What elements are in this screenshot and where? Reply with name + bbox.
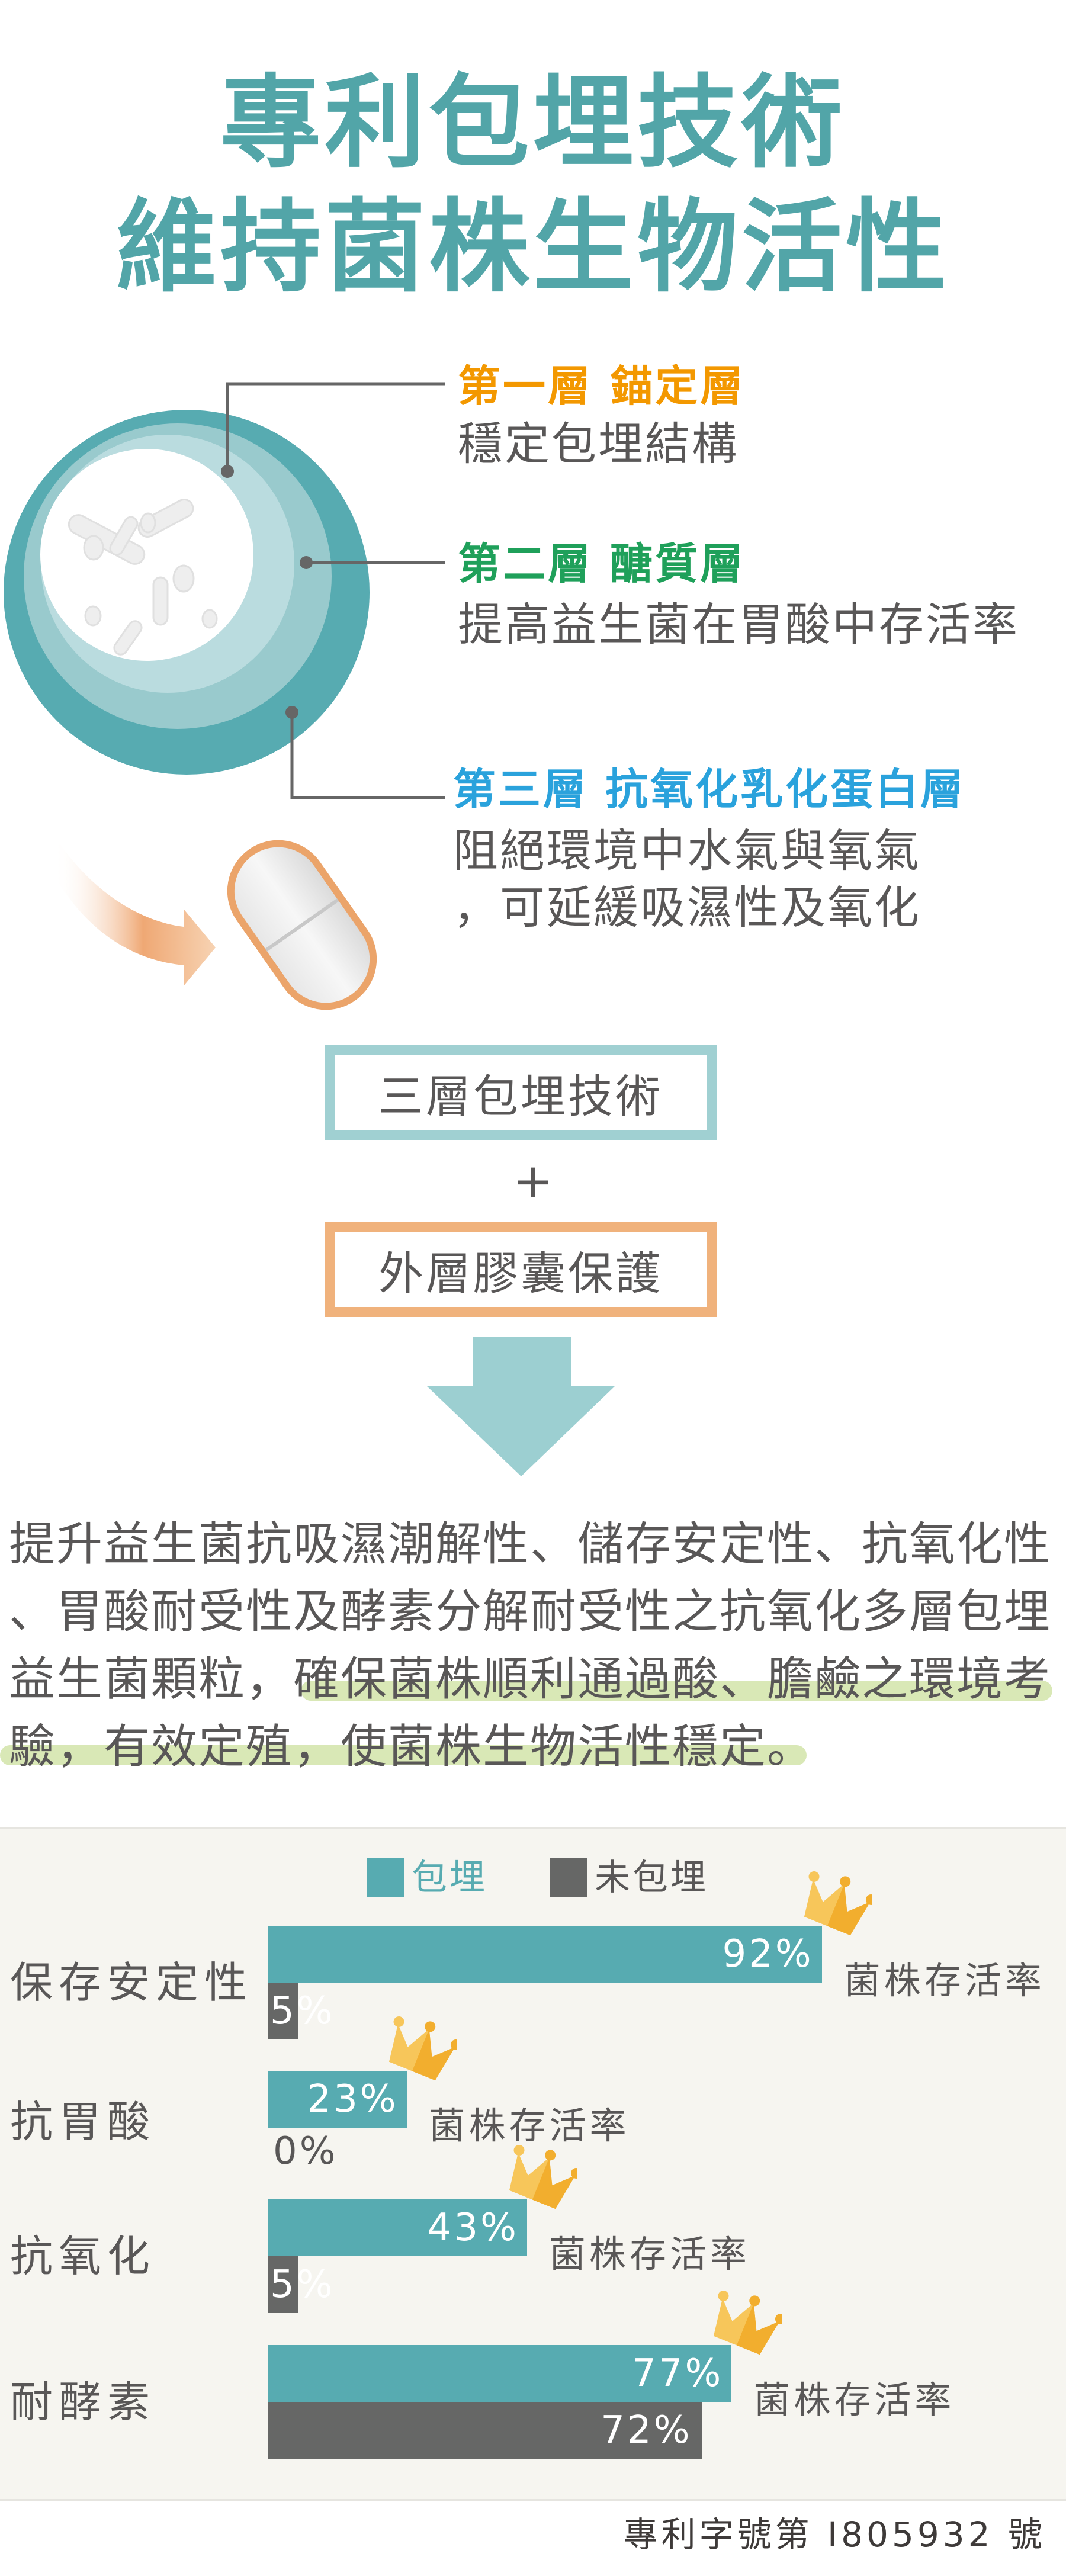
layer-2-heading: 第二層 醣質層 [458, 539, 746, 589]
layer-1-heading: 第一層 錨定層 [458, 361, 746, 411]
survival-rate-label: 菌株存活率 [753, 2378, 955, 2421]
bar-embedded [268, 2199, 527, 2256]
category-label: 耐酵素 [10, 2377, 156, 2427]
value-label-embedded: 23% [307, 2077, 399, 2121]
category-label: 保存安定性 [10, 1958, 253, 2008]
legend-label-embedded: 包埋 [412, 1857, 487, 1899]
survival-rate-label: 菌株存活率 [843, 1959, 1045, 2002]
legend-swatch-unembedded [550, 1858, 587, 1897]
bacteria-icon [68, 499, 218, 656]
bar-embedded [268, 2345, 732, 2402]
bar-embedded [268, 2071, 407, 2128]
highlight-line-3 [301, 1681, 1052, 1701]
value-label-unembedded: 0% [273, 2129, 338, 2173]
value-label-unembedded: 72% [601, 2408, 692, 2452]
value-label-embedded: 92% [722, 1932, 814, 1976]
value-label-embedded: 77% [632, 2352, 724, 2395]
plus-sign: + [513, 1154, 553, 1209]
bar-unembedded [268, 2256, 298, 2313]
layer-3-heading: 第三層 抗氧化乳化蛋白層 [453, 765, 966, 814]
legend-swatch-embedded [367, 1858, 404, 1897]
layer-3-desc-line-1: 阻絕環境中水氣與氧氣 [453, 824, 921, 877]
survival-rate-label: 菌株存活率 [548, 2233, 750, 2276]
arrow-to-capsule-icon [54, 836, 216, 986]
crown-icon [383, 2016, 461, 2087]
crown-icon [503, 2144, 582, 2215]
layer-3-desc-line-2: ，可延緩吸濕性及氧化 [453, 881, 921, 934]
patent-number: 專利字號第 I805932 號 [623, 2514, 1046, 2555]
capsule-icon [227, 840, 377, 1010]
bar-embedded [268, 1926, 822, 1983]
bar-unembedded [268, 1983, 298, 2039]
summary-line-2: 、胃酸耐受性及酵素分解耐受性之抗氧化多層包埋 [9, 1585, 1052, 1639]
crown-icon [708, 2290, 786, 2361]
probiotic-particle-diagram [4, 382, 445, 1010]
leader-dots [221, 465, 313, 719]
layer-2-desc: 提高益生菌在胃酸中存活率 [458, 598, 1019, 651]
down-arrow-icon [426, 1337, 615, 1476]
leader-lines [226, 382, 445, 799]
three-layer-tech-box: 三層包埋技術 [325, 1045, 717, 1140]
value-label-unembedded: 5% [270, 1989, 335, 2033]
summary-line-4: 驗，有效定殖，使菌株生物活性穩定。 [9, 1720, 815, 1774]
bar-unembedded [268, 2402, 702, 2459]
category-label: 抗胃酸 [10, 2097, 156, 2147]
particle-layers-icon [4, 410, 370, 775]
crown-icon [798, 1871, 876, 1942]
capsule-protection-box: 外層膠囊保護 [325, 1222, 717, 1317]
layer-1-desc: 穩定包埋結構 [458, 417, 739, 470]
survival-rate-label: 菌株存活率 [428, 2104, 630, 2147]
value-label-unembedded: 5% [270, 2263, 335, 2307]
highlight-line-4 [0, 1745, 807, 1765]
value-label-embedded: 43% [427, 2206, 519, 2250]
title-line-2: 維持菌株生物活性 [115, 189, 950, 306]
category-label: 抗氧化 [10, 2231, 156, 2281]
legend-label-unembedded: 未包埋 [595, 1857, 708, 1899]
summary-line-1: 提升益生菌抗吸濕潮解性、儲存安定性、抗氧化性 [9, 1518, 1052, 1571]
title-line-1: 專利包埋技術 [220, 65, 846, 182]
summary-line-3: 益生菌顆粒，確保菌株順利通過酸、膽鹼之環境考 [9, 1653, 1052, 1706]
